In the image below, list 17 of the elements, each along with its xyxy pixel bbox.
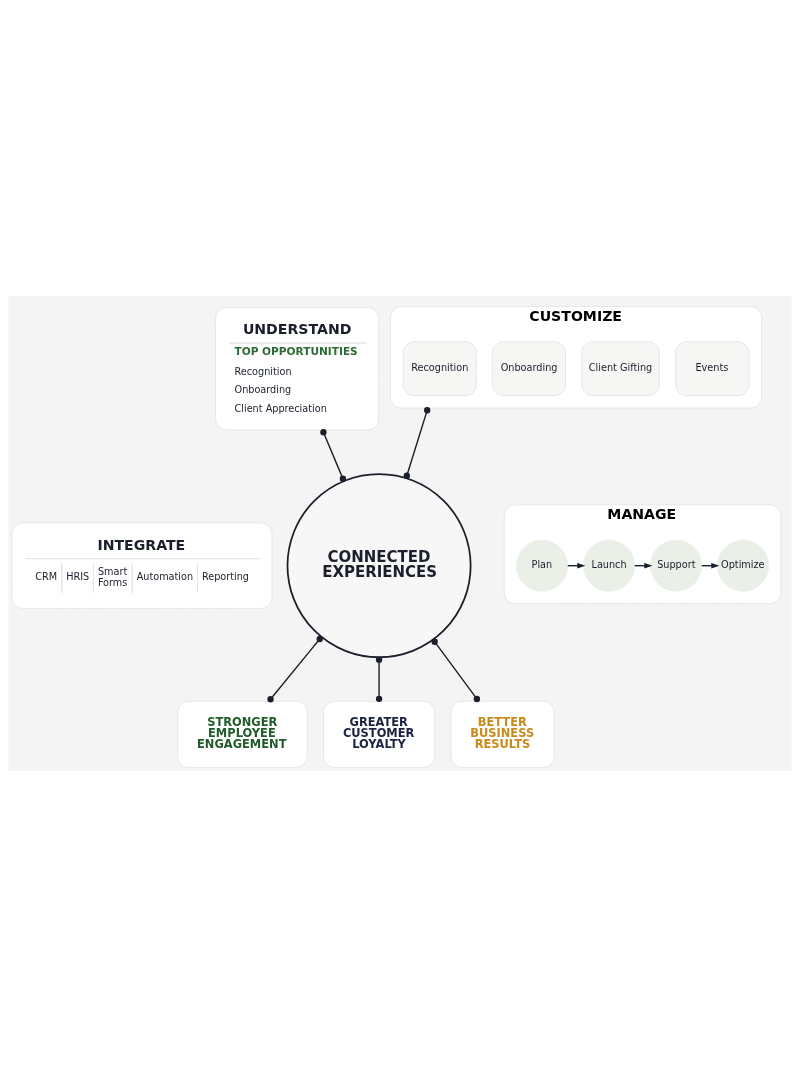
connector (403, 407, 431, 479)
connector (431, 638, 481, 703)
connector (375, 656, 383, 703)
connector (267, 635, 323, 703)
node-box: BETTER BUSINESS RESULTS (450, 700, 555, 768)
node-box: STRONGER EMPLOYEE ENGAGEMENT (177, 700, 308, 768)
node-circle: Launch (583, 539, 636, 592)
node-box: Events (675, 341, 750, 397)
node-box: Recognition (402, 341, 477, 397)
node-box: Client Gifting (581, 341, 660, 397)
node-circle: Plan (516, 539, 569, 592)
node-box: GREATER CUSTOMER LOYALTY (323, 700, 436, 768)
node-box: UNDERSTAND TOP OPPORTUNITIES Recognition Onboarding Client Appreciation (215, 307, 380, 431)
node-circle: Optimize (717, 539, 770, 592)
node-circle: Support (650, 539, 703, 592)
node-box: Onboarding (491, 341, 566, 397)
connector (320, 429, 347, 482)
